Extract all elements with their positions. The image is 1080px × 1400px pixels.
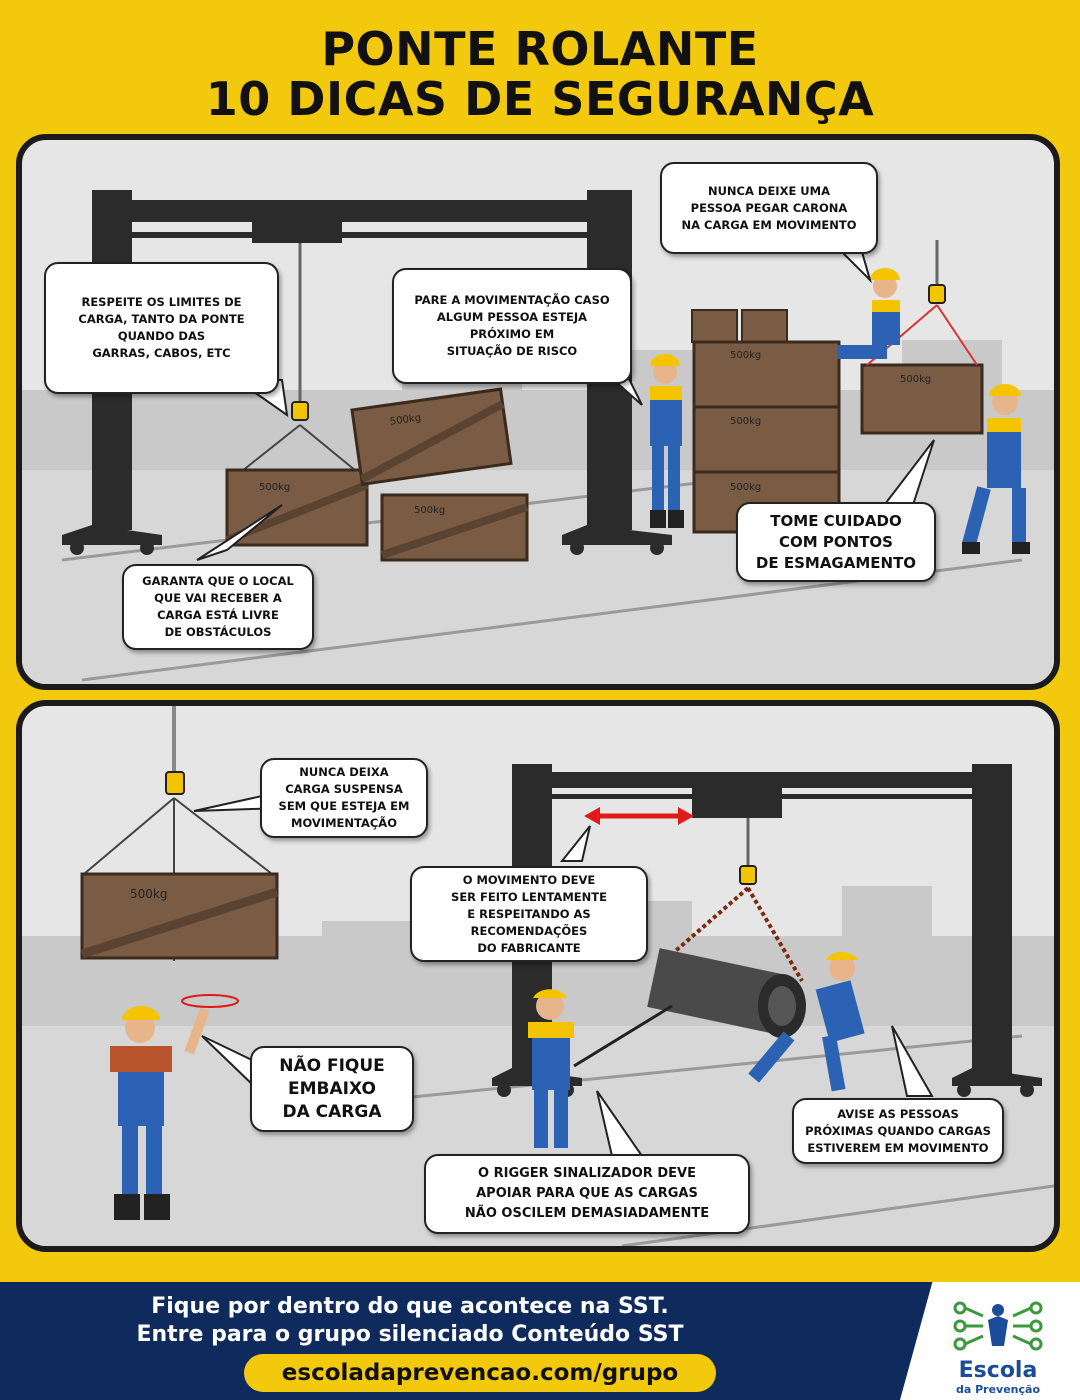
crate-label: 500kg — [414, 505, 445, 516]
tip-text: DE OBSTÁCULOS — [164, 625, 272, 639]
tip-text: NÃO OSCILEM DEMASIADAMENTE — [464, 1206, 710, 1221]
crates-stack-left: 500kg 500kg 500kg — [225, 387, 529, 562]
tip-bubble-stop-movement: PARE A MOVIMENTAÇÃO CASO ALGUM PESSOA ES… — [392, 268, 632, 384]
tip-text: NA CARGA EM MOVIMENTO — [681, 217, 857, 232]
tip-text: TOME CUIDADO — [770, 511, 902, 530]
tip-text: PARE A MOVIMENTAÇÃO CASO — [414, 293, 610, 307]
tip-text: APOIAR PARA QUE AS CARGAS — [476, 1186, 698, 1201]
tip-text: ALGUM PESSOA ESTEJA — [436, 310, 588, 324]
tip-text: NUNCA DEIXA — [299, 765, 389, 779]
tip-text: SITUAÇÃO DE RISCO — [446, 344, 578, 358]
tip-text: DE ESMAGAMENTO — [755, 553, 917, 572]
arrow-icon — [584, 807, 694, 825]
tip-text: O MOVIMENTO DEVE — [462, 872, 596, 887]
tip-text: NUNCA DEIXE UMA — [707, 183, 830, 198]
logo-panel — [900, 1282, 1080, 1400]
group-link-text: escoladaprevencao.com/grupo — [281, 1360, 679, 1386]
tip-bubble-clear-area: GARANTA QUE O LOCAL QUE VAI RECEBER A CA… — [122, 564, 314, 650]
tip-text: EMBAIXO — [288, 1078, 376, 1099]
page-title: PONTE ROLANTE 10 DICAS DE SEGURANÇA — [0, 24, 1080, 124]
crate-label: 500kg — [730, 350, 761, 361]
title-line-2: 10 DICAS DE SEGURANÇA — [205, 72, 875, 126]
tip-bubble-warn-people: AVISE AS PESSOAS PRÓXIMAS QUANDO CARGAS … — [792, 1098, 1004, 1164]
tip-text: MOVIMENTAÇÃO — [291, 816, 397, 830]
worker-evading — [748, 952, 865, 1092]
crate-label: 500kg — [900, 374, 931, 385]
worker-riding-load — [837, 268, 900, 359]
worker-rigger — [528, 989, 673, 1148]
tip-text: GARANTA QUE O LOCAL — [142, 574, 294, 588]
tip-text: E RESPEITANDO AS — [467, 906, 591, 921]
tip-bubble-load-limits: RESPEITE OS LIMITES DE CARGA, TANTO DA P… — [44, 262, 279, 394]
scene-panel-1: 500kg 500kg 500kg 500kg 500kg 500kg 5 — [16, 134, 1060, 690]
footer-line-1: Fique por dentro do que acontece na SST. — [151, 1294, 669, 1319]
tip-text: NÃO FIQUE — [279, 1055, 385, 1076]
tip-bubble-no-riding: NUNCA DEIXE UMA PESSOA PEGAR CARONA NA C… — [660, 162, 878, 254]
tip-text: AVISE AS PESSOAS — [837, 1106, 959, 1121]
hook-icon — [291, 401, 309, 421]
worker-signaling — [110, 994, 239, 1220]
tip-bubble-no-idle-suspension: NUNCA DEIXA CARGA SUSPENSA SEM QUE ESTEJ… — [260, 758, 428, 838]
crate-label: 500kg — [730, 416, 761, 427]
tip-text: COM PONTOS — [778, 532, 893, 551]
crate-label: 500kg — [130, 887, 167, 901]
tip-bubble-rigger: O RIGGER SINALIZADOR DEVE APOIAR PARA QU… — [424, 1154, 750, 1234]
tip-bubble-crush-points: TOME CUIDADO COM PONTOS DE ESMAGAMENTO — [736, 502, 936, 582]
tip-text: CARGA, TANTO DA PONTE — [78, 312, 245, 326]
tip-text: GARRAS, CABOS, ETC — [92, 346, 231, 360]
title-line-1: PONTE ROLANTE — [321, 22, 759, 76]
tip-text: CARGA SUSPENSA — [285, 782, 403, 796]
tip-text: SER FEITO LENTAMENTE — [451, 889, 607, 904]
crate-label: 500kg — [259, 482, 290, 493]
logo-name: Escola — [958, 1358, 1038, 1383]
group-link[interactable]: escoladaprevencao.com/grupo — [244, 1354, 716, 1392]
worker-standing — [650, 354, 684, 528]
suspended-crate: 500kg — [80, 872, 279, 960]
crate-label: 500kg — [730, 482, 761, 493]
tip-bubble-move-slowly: O MOVIMENTO DEVE SER FEITO LENTAMENTE E … — [410, 866, 648, 962]
tip-text: O RIGGER SINALIZADOR DEVE — [478, 1166, 696, 1181]
tip-text: DO FABRICANTE — [477, 940, 581, 955]
tip-text: RESPEITE OS LIMITES DE — [81, 295, 242, 309]
pipe-load — [647, 948, 806, 1038]
tip-text: ESTIVEREM EM MOVIMENTO — [807, 1140, 989, 1155]
hook-icon — [928, 284, 946, 304]
logo-circuit-icon — [953, 1301, 1043, 1351]
footer-line-2: Entre para o grupo silenciado Conteúdo S… — [136, 1322, 684, 1347]
tip-text: SEM QUE ESTEJA EM — [278, 799, 410, 813]
tip-text: PESSOA PEGAR CARONA — [690, 200, 848, 215]
tip-text: PRÓXIMO EM — [469, 327, 555, 341]
tip-text: PRÓXIMAS QUANDO CARGAS — [805, 1123, 991, 1138]
hook-icon — [739, 865, 757, 885]
worker-guiding-load — [961, 384, 1030, 554]
tip-text: CARGA ESTÁ LIVRE — [157, 608, 279, 622]
tip-text: RECOMENDAÇÕES — [470, 923, 588, 938]
tip-text: QUANDO DAS — [117, 329, 206, 343]
tip-text: QUE VAI RECEBER A — [154, 591, 282, 605]
crate-label: 500kg — [389, 413, 421, 428]
logo-subtitle: da Prevenção — [955, 1383, 1041, 1396]
tip-bubble-stay-clear: NÃO FIQUE EMBAIXO DA CARGA — [250, 1046, 414, 1132]
tip-text: DA CARGA — [282, 1101, 382, 1122]
scene-panel-2: 500kg — [16, 700, 1060, 1252]
hook-icon — [165, 771, 185, 795]
